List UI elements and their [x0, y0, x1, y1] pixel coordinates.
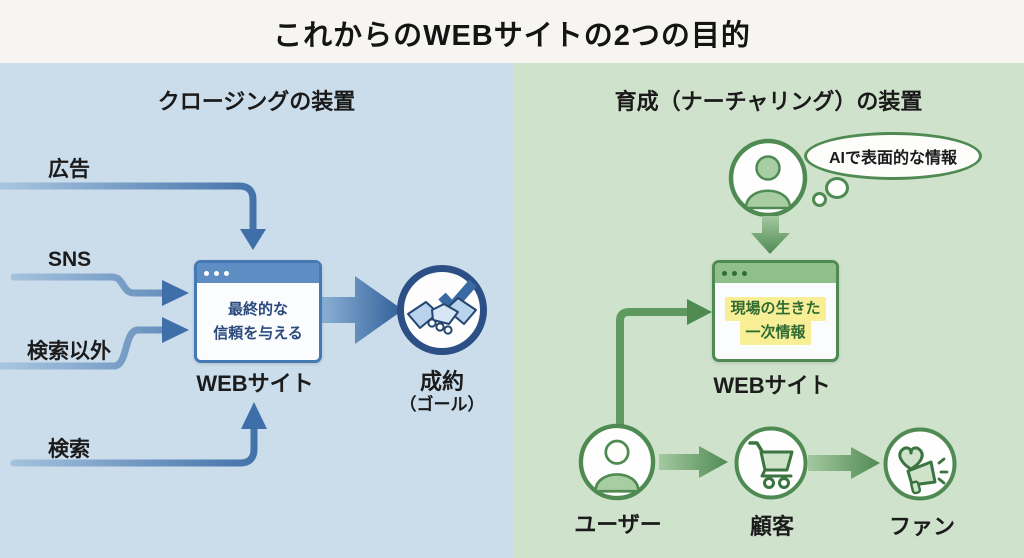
window-dot	[214, 270, 219, 276]
handshake-check-icon	[407, 279, 477, 335]
arrow-user-to-website-line	[616, 308, 693, 428]
closing-website-label: WEBサイト	[196, 371, 314, 396]
window-dot	[224, 270, 229, 276]
arrow-non-search-head	[162, 317, 189, 343]
arrow-sns-head	[162, 280, 189, 306]
arrow-ad-head	[240, 229, 266, 250]
nurturing-panel-title: 育成（ナーチャリング）の装置	[614, 89, 923, 114]
arrow-user-to-website-head	[687, 299, 712, 325]
window-dot	[732, 270, 737, 276]
window-dot	[204, 270, 209, 276]
thought-bubble: AIで表面的な情報	[804, 132, 982, 180]
source-label-ad: 広告	[48, 158, 90, 181]
user-icon	[578, 423, 656, 501]
closing-panel: クロージングの装置 広告 SNS 検索以外 検索	[0, 63, 513, 558]
arrow-person-to-website	[751, 216, 790, 254]
nurturing-website-message: 現場の生きた 一次情報	[715, 283, 836, 359]
goal-circle	[397, 265, 487, 355]
thought-bubble-text: AIで表面的な情報	[828, 150, 957, 167]
arrow-user-to-customer	[659, 446, 728, 478]
nurturing-website-label: WEBサイト	[713, 373, 831, 398]
closing-website-window: 最終的な 信頼を与える	[194, 260, 322, 363]
fan-icon	[883, 427, 957, 501]
thought-bubble-trail	[825, 177, 849, 199]
source-label-sns: SNS	[48, 248, 92, 271]
funnel-label-user: ユーザー	[574, 512, 662, 537]
window-titlebar	[197, 263, 319, 283]
nurturing-website-window: 現場の生きた 一次情報	[712, 260, 839, 362]
closing-message-line1: 最終的な	[227, 301, 288, 319]
closing-website-message: 最終的な 信頼を与える	[197, 283, 319, 360]
arrow-website-to-goal	[315, 276, 403, 344]
funnel-label-fan: ファン	[888, 514, 956, 539]
thought-bubble-trail	[812, 192, 827, 207]
goal-label: 成約	[419, 369, 465, 394]
closing-message-line2: 信頼を与える	[213, 324, 303, 342]
funnel-label-customer: 顧客	[749, 514, 795, 539]
cart-icon	[734, 426, 808, 500]
window-dot	[742, 270, 747, 276]
source-label-non-search: 検索以外	[27, 340, 111, 363]
arrow-ad-line	[0, 182, 257, 235]
nurturing-message-line1: 現場の生きた	[725, 297, 826, 321]
arrow-sns-line	[10, 273, 167, 297]
thinking-person-icon	[728, 138, 808, 218]
window-dot	[722, 270, 727, 276]
window-titlebar	[715, 263, 836, 283]
nurturing-panel: 育成（ナーチャリング）の装置 AIで表面的な情報	[513, 63, 1024, 558]
arrow-customer-to-fan	[808, 447, 880, 479]
nurturing-message-line2: 一次情報	[740, 321, 811, 345]
source-label-search: 検索	[48, 438, 90, 461]
goal-sublabel: （ゴール）	[399, 395, 485, 414]
page-title: これからのWEBサイトの2つの目的	[273, 20, 751, 52]
closing-panel-title: クロージングの装置	[157, 89, 356, 114]
arrow-search-head	[241, 402, 267, 429]
